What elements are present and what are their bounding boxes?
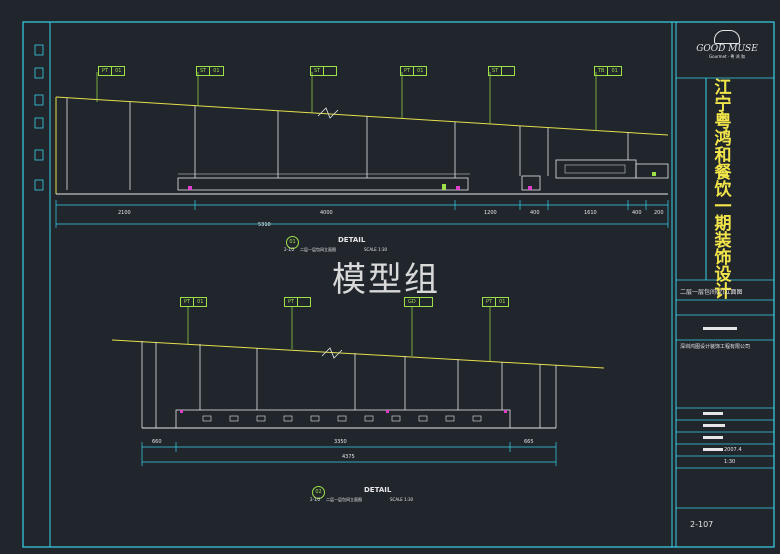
tag-code: PT [483,298,497,306]
outlet-markers [188,186,532,190]
panel-lines [66,98,629,190]
tag-code: TB [595,67,609,75]
tag-code: PT [99,67,113,75]
tag-code: ST [489,67,503,75]
dimension-text: 665 [524,439,534,445]
dimension-lines [56,204,668,225]
break-symbol [317,107,339,119]
break-symbol [321,347,343,359]
dimension-text: 200 [654,210,664,216]
date-value: 2007.4 [724,447,742,453]
dimension-ticks [141,442,557,466]
logo-text: GOOD MUSE [696,44,758,54]
step-right [635,163,669,179]
ceiling-slope-line [111,339,605,369]
elevation-1 [55,72,669,228]
logo-subtext: Gourmet · 粤 鸿 和 [709,54,745,59]
tag-number: 01 [417,68,424,74]
dimension-lines [142,446,556,463]
company-name: 深圳鸿图设计装饰工程有限公司 [680,344,751,350]
tag-code: PT [285,298,299,306]
detail-scale: SCALE 1:30 [390,497,414,502]
detail-circle: 02 [312,486,325,499]
detail-ref: 2-1/2 [310,497,321,502]
ceiling-slope-line [55,96,669,136]
dimension-ticks [55,200,669,228]
tag-code: ST [197,67,211,75]
cabinet-recess [177,177,469,191]
tag-code: PT [181,298,195,306]
dimension-text: 1200 [484,210,497,216]
material-tag: GD [404,297,433,307]
detail-caption: 二层一层包间立面图 [300,247,336,252]
tag-number: 01 [213,68,220,74]
tag-number: 01 [115,68,122,74]
material-tag: PT [284,297,312,307]
tag-number [502,67,514,75]
tag-number: 01 [611,68,618,74]
outlet-markers [180,410,507,413]
tag-number: 01 [499,299,506,305]
tag-number: 01 [197,299,204,305]
panel-lines [141,341,557,428]
watermark: 模型组 [332,260,440,300]
counter [555,159,637,179]
logo: GOOD MUSE Gourmet · 粤 鸿 和 [684,30,770,60]
dimension-text: 400 [632,210,642,216]
counter-top [564,164,626,174]
logo-icon [714,30,740,44]
cabinet-vents [202,415,482,422]
project-title: 江宁粤鸿和餐饮一期装饰设计 [714,78,732,302]
dimension-text: 660 [152,439,162,445]
elevation-2-total: 4375 [342,454,355,460]
material-tag: ST [488,66,516,76]
dimension-text: 2100 [118,210,131,216]
dimension-text: 400 [530,210,540,216]
tag-leaders [96,72,597,131]
dimension-text: 1610 [584,210,597,216]
detail-word: DETAIL [338,236,366,244]
dimension-text: 4000 [320,210,333,216]
tag-leaders [187,306,491,361]
title-block-rules [676,77,774,509]
detail-word: DETAIL [364,486,392,494]
dimension-text: 3350 [334,439,347,445]
base-cabinet [175,409,511,429]
floor-marks [442,172,656,190]
sheet-number: 2-107 [690,520,714,529]
drawing-name: 二层一层包间(2)立面图 [680,289,743,296]
material-tag: ST [310,66,338,76]
elevation-2 [111,306,605,466]
elevation-1-total: 5310 [258,222,271,228]
tag-number [324,67,336,75]
tag-number [420,298,432,306]
detail-label-1: 01 DETAIL 2-1/2 二层一层包间立面图 SCALE 1:30 [284,236,387,252]
tag-number [298,298,310,306]
detail-label-2: 02 DETAIL 2-1/2 二层一层包间立面图 SCALE 1:30 [310,486,413,502]
detail-caption: 二层一层包间立面图 [326,497,362,502]
left-margin-marks [34,44,44,191]
detail-ref: 2-1/2 [284,247,295,252]
title-block-placeholders [703,327,737,451]
drawing-area-border [49,21,673,548]
tag-code: GD [405,298,420,306]
scale-value: 1:30 [724,459,736,465]
detail-circle: 01 [286,236,299,249]
detail-scale: SCALE 1:30 [364,247,388,252]
tag-code: PT [401,67,415,75]
tag-code: ST [311,67,325,75]
